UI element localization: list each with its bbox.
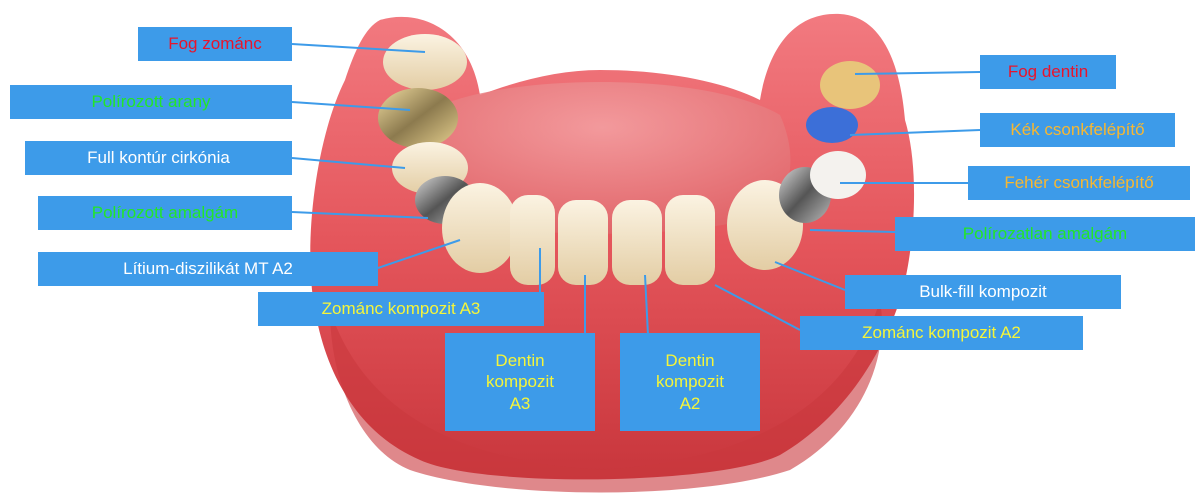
label-zomanc-kompozit-a3-text: Zománc kompozit A3 xyxy=(322,298,481,319)
label-dentin-a2-line3: A2 xyxy=(680,393,701,414)
label-fog-zomanc: Fog zománc xyxy=(138,27,292,61)
label-feher-csonkfelepito: Fehér csonkfelépítő xyxy=(968,166,1190,200)
label-polirozott-arany: Polírozott arany xyxy=(10,85,292,119)
label-dentin-a2-line2: kompozit xyxy=(656,371,724,392)
tooth-lateral-a2 xyxy=(665,195,715,285)
tooth-lateral-a3 xyxy=(510,195,555,285)
label-fog-dentin-text: Fog dentin xyxy=(1008,61,1088,82)
label-polirozott-amalgam: Polírozott amalgám xyxy=(38,196,292,230)
label-dentin-a3-line1: Dentin xyxy=(495,350,544,371)
label-zomanc-kompozit-a2-text: Zománc kompozit A2 xyxy=(862,322,1021,343)
label-full-kontur-cirkonia-text: Full kontúr cirkónia xyxy=(87,147,230,168)
label-dentin-a3-line2: kompozit xyxy=(486,371,554,392)
label-kek-csonkfelepito-text: Kék csonkfelépítő xyxy=(1010,119,1144,140)
tooth-central-a3 xyxy=(558,200,608,285)
label-bulk-fill-kompozit-text: Bulk-fill kompozit xyxy=(919,281,1047,302)
tooth-white-core xyxy=(810,151,866,199)
label-polirozatlan-amalgam: Polírozatlan amalgám xyxy=(895,217,1195,251)
label-dentin-a2-line1: Dentin xyxy=(665,350,714,371)
label-litium-diszilikat-text: Lítium-diszilikát MT A2 xyxy=(123,258,293,279)
label-dentin-kompozit-a3: Dentin kompozit A3 xyxy=(445,333,595,431)
label-polirozatlan-amalgam-text: Polírozatlan amalgám xyxy=(963,223,1127,244)
tooth-blue-core xyxy=(806,107,858,143)
tooth-gold-crown xyxy=(378,88,458,148)
label-full-kontur-cirkonia: Full kontúr cirkónia xyxy=(25,141,292,175)
label-kek-csonkfelepito: Kék csonkfelépítő xyxy=(980,113,1175,147)
label-zomanc-kompozit-a2: Zománc kompozit A2 xyxy=(800,316,1083,350)
tooth-dentin xyxy=(820,61,880,109)
label-polirozott-arany-text: Polírozott arany xyxy=(91,91,210,112)
tooth-enamel xyxy=(383,34,467,90)
label-feher-csonkfelepito-text: Fehér csonkfelépítő xyxy=(1004,172,1153,193)
label-bulk-fill-kompozit: Bulk-fill kompozit xyxy=(845,275,1121,309)
label-fog-zomanc-text: Fog zománc xyxy=(168,33,262,54)
tooth-central-a2 xyxy=(612,200,662,285)
tooth-lithium-disilicate xyxy=(442,183,518,273)
label-litium-diszilikat: Lítium-diszilikát MT A2 xyxy=(38,252,378,286)
label-fog-dentin: Fog dentin xyxy=(980,55,1116,89)
label-polirozott-amalgam-text: Polírozott amalgám xyxy=(92,202,238,223)
label-dentin-a3-line3: A3 xyxy=(510,393,531,414)
label-dentin-kompozit-a2: Dentin kompozit A2 xyxy=(620,333,760,431)
label-zomanc-kompozit-a3: Zománc kompozit A3 xyxy=(258,292,544,326)
